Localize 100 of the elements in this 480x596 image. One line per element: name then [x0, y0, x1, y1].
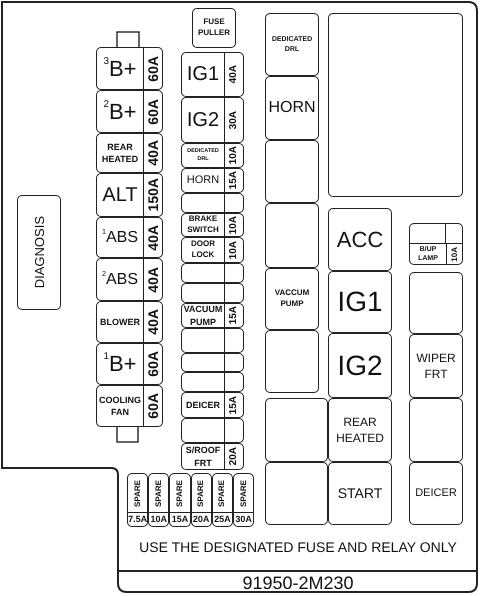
fuse-slot — [409, 462, 463, 525]
fuse-label: COOLING FAN — [98, 394, 142, 418]
fuse-slot — [181, 143, 244, 168]
fuse-label: WIPER FRT — [415, 350, 457, 382]
fuse-slot — [96, 217, 163, 258]
fuse-rating: 10A — [150, 515, 168, 524]
fuse-slot — [96, 258, 163, 301]
empty-slot — [181, 353, 244, 372]
fuse-slot — [192, 8, 236, 48]
fuse-label: ACC — [336, 226, 384, 254]
fuse-label: SPARE — [218, 480, 226, 506]
fuse-label: REAR HEATED — [100, 140, 140, 166]
fuse-slot — [181, 52, 244, 97]
fuse-slot — [328, 208, 392, 271]
fuse-slot — [409, 334, 463, 398]
fuse-label: SPARE — [134, 480, 142, 506]
fuse-rating: 10A — [229, 146, 239, 165]
fuse-rating: 15A — [229, 171, 239, 190]
fuse-label: START — [338, 484, 382, 503]
fuse-slot — [233, 473, 254, 527]
fuse-slot — [181, 443, 244, 470]
empty-slot — [181, 328, 244, 353]
fuse-label: $^{1}$B+ — [103, 350, 137, 378]
fuse-rating: 40A — [146, 140, 160, 166]
fuse-label: SPARE — [176, 480, 184, 506]
fuse-label: IG1 — [186, 62, 220, 87]
fuse-slot — [181, 237, 244, 263]
fuse-label: HORN — [186, 173, 220, 188]
fuse-rating: 20A — [229, 447, 239, 466]
fuse-slot — [96, 90, 163, 133]
fuse-label: $^{1}$ABS — [102, 226, 138, 248]
fuse-label: S/ROOF FRT — [184, 444, 222, 469]
fuse-label: $^{2}$ABS — [102, 268, 138, 290]
fuse-slot — [96, 385, 163, 427]
fuse-label: $^{2}$B+ — [103, 98, 137, 126]
fuse-slot — [190, 473, 212, 527]
fuse-slot — [181, 303, 244, 328]
fuse-slot — [17, 195, 61, 310]
fuse-label: REAR HEATED — [335, 414, 385, 446]
fuse-rating: 40A — [146, 266, 160, 292]
fuse-slot — [181, 213, 244, 237]
part-number: 91950-2M230 — [241, 574, 355, 592]
fuse-rating: 60A — [146, 56, 160, 82]
fuse-label: ALT — [102, 182, 138, 208]
fuse-slot — [169, 473, 191, 527]
fuse-label: DOOR LOCK — [190, 239, 216, 261]
fuse-slot — [328, 271, 392, 333]
fuse-slot — [96, 301, 163, 343]
fuse-slot — [265, 268, 319, 330]
notice-text: USE THE DESIGNATED FUSE AND RELAY ONLY — [138, 540, 458, 554]
fuse-label: HORN — [268, 98, 316, 118]
fuse-label: BRAKE SWITCH — [186, 214, 220, 236]
fuse-slot — [265, 13, 319, 76]
fuse-rating: 15A — [172, 515, 188, 524]
fuse-label: VACUUM PUMP — [182, 303, 224, 328]
fuse-label: IG1 — [337, 285, 383, 320]
empty-slot — [181, 193, 244, 213]
fuse-slot — [181, 392, 244, 418]
fuse-label: SPARE — [154, 480, 163, 506]
fuse-slot — [328, 462, 392, 525]
fuse-slot — [265, 76, 319, 140]
empty-slot — [328, 13, 463, 197]
fuse-label: IG2 — [186, 108, 220, 132]
fuse-rating: 60A — [146, 351, 160, 377]
fuse-slot — [96, 47, 163, 90]
fuse-rating: 10A — [229, 216, 239, 234]
fuse-slot — [181, 97, 244, 143]
fuse-rating: 15A — [229, 306, 239, 325]
fuse-label: SPARE — [240, 480, 248, 506]
fuse-rating: 40A — [229, 65, 239, 84]
fuse-label: SPARE — [197, 480, 206, 506]
fuse-label: DEICER — [415, 486, 457, 501]
empty-slot — [181, 283, 244, 303]
fuse-rating: 30A — [235, 515, 252, 524]
fuse-rating: 60A — [146, 393, 160, 419]
fuse-rating: 20A — [192, 515, 210, 524]
fuse-label: BLOWER — [100, 316, 140, 328]
fuse-rating: 150A — [146, 178, 160, 212]
fuse-slot — [409, 223, 463, 265]
fuse-rating: 25A — [214, 515, 231, 524]
fuse-rating: 10A — [450, 246, 458, 262]
fuse-slot — [96, 133, 163, 173]
fuse-rating: 60A — [146, 98, 160, 124]
fuse-slot — [127, 473, 148, 527]
fuse-label: FUSE PULLER — [197, 17, 231, 39]
fuse-rating: 15A — [229, 396, 239, 414]
fuse-label: $^{3}$B+ — [103, 54, 137, 83]
empty-slot — [181, 263, 244, 283]
fuse-label: VACCUM PUMP — [274, 288, 310, 310]
fuse-slot — [96, 173, 163, 217]
fuse-slot — [148, 473, 170, 527]
fuse-slot — [181, 168, 244, 193]
fuse-label: IG2 — [337, 348, 383, 383]
fuse-slot — [96, 343, 163, 385]
empty-slot — [181, 418, 244, 443]
fuse-rating: 40A — [146, 309, 160, 335]
fuse-rating: 30A — [229, 110, 239, 130]
fuse-rating: 10A — [229, 240, 239, 260]
fuse-label: DIAGNOSIS — [32, 216, 46, 289]
fuse-slot — [328, 398, 392, 462]
